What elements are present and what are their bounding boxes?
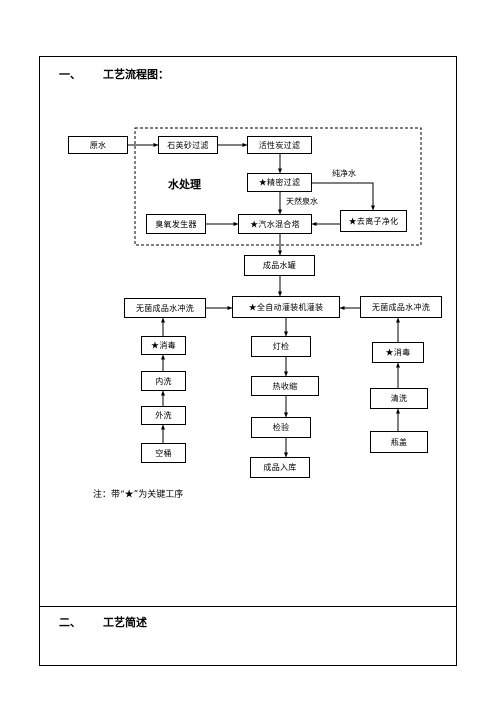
cleaning-box: 清洗 xyxy=(370,388,428,409)
section1-heading: 一、 工艺流程图： xyxy=(59,66,169,82)
arrow-fine-to-deion xyxy=(312,182,375,211)
raw-water-box: 原水 xyxy=(68,136,128,154)
section1-number: 一、 xyxy=(59,68,81,81)
inner-wash-box: 内洗 xyxy=(141,371,186,391)
key-process-note: 注：带“★”为关键工序 xyxy=(93,490,184,500)
section2-number: 二、 xyxy=(59,616,81,629)
water-treatment-boundary xyxy=(134,127,422,246)
left-disinfect-box: ★消毒 xyxy=(141,336,186,355)
deionization-box: ★去离子净化 xyxy=(340,210,407,232)
pure-water-label: 纯净水 xyxy=(332,169,356,178)
natural-spring-label: 天然泉水 xyxy=(286,197,318,206)
ozone-generator-box: 臭氧发生器 xyxy=(146,214,206,234)
activated-carbon-filter-box: 活性炭过滤 xyxy=(247,136,312,154)
document-frame xyxy=(39,56,457,666)
light-inspection-box: 灯检 xyxy=(251,336,311,357)
section1-title: 工艺流程图： xyxy=(103,68,169,81)
warehouse-box: 成品入库 xyxy=(250,457,310,478)
water-mixing-tower-box: ★汽水混合塔 xyxy=(238,214,312,234)
left-sterile-rinse-box: 无菌成品水冲洗 xyxy=(124,298,206,318)
precision-filter-box: ★精密过滤 xyxy=(247,173,312,192)
heat-shrink-box: 热收缩 xyxy=(251,376,319,396)
product-water-tank-box: 成品水罐 xyxy=(244,255,315,276)
outer-wash-box: 外洗 xyxy=(141,406,186,425)
section2-title: 工艺简述 xyxy=(103,616,147,629)
inspection-box: 检验 xyxy=(251,417,311,438)
empty-bucket-box: 空桶 xyxy=(141,443,186,463)
right-disinfect-box: ★消毒 xyxy=(372,342,424,363)
water-treatment-label: 水处理 xyxy=(168,178,201,191)
bottle-cap-box: 瓶盖 xyxy=(370,431,428,453)
section2-heading: 二、 工艺简述 xyxy=(59,614,147,630)
auto-filling-machine-box: ★全自动灌装机灌装 xyxy=(232,296,340,318)
right-sterile-rinse-box: 无菌成品水冲洗 xyxy=(360,296,442,318)
quartz-sand-filter-box: 石英砂过滤 xyxy=(158,136,218,154)
section-divider xyxy=(39,606,457,607)
